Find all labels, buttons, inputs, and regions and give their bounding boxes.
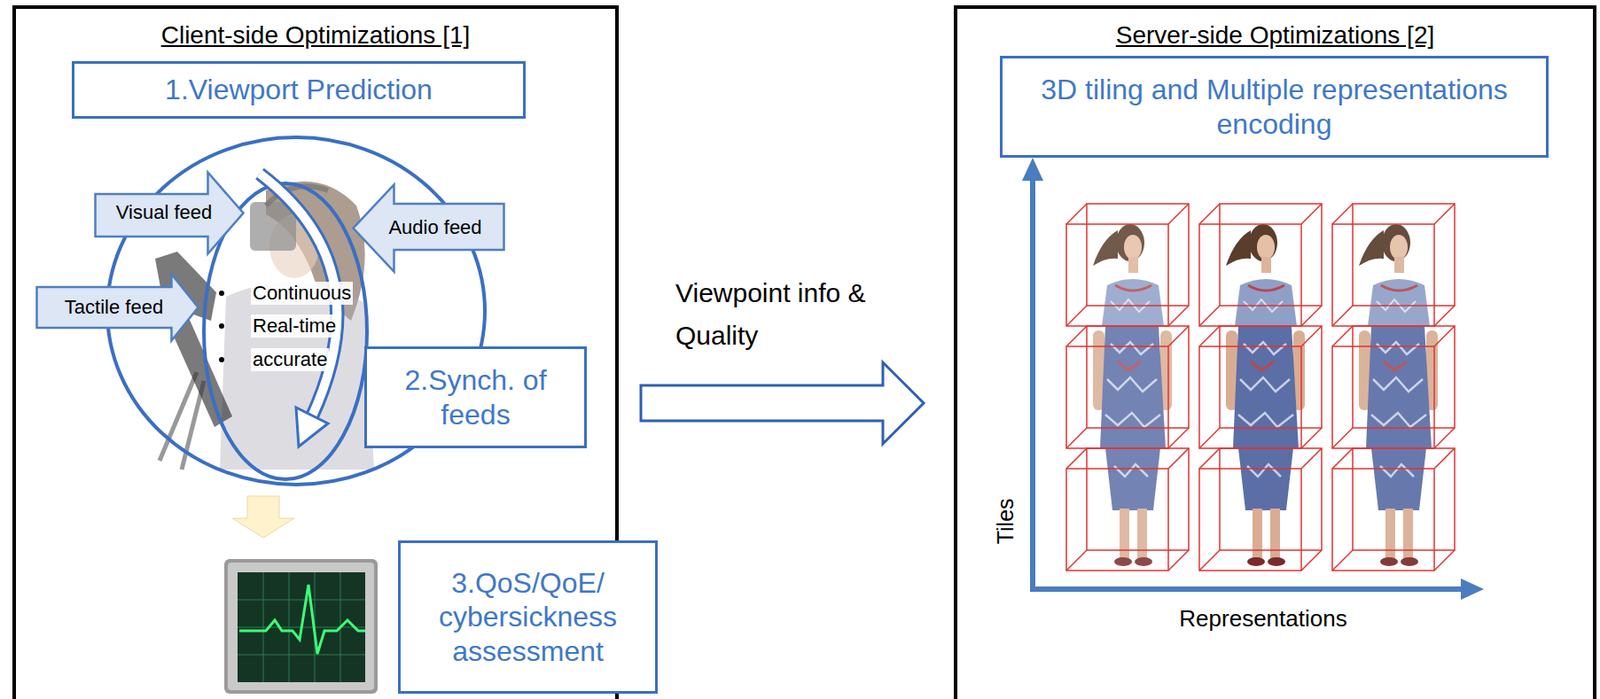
process-box: 2.Synch. of feeds [364,346,587,449]
bullet-dots-part [218,357,225,363]
tile-grid-part [1199,326,1322,449]
tile-axes-part [1030,586,1461,593]
box-label: 3D tiling and Multiple representations e… [1010,72,1538,141]
feed-label: Visual feed [116,202,212,224]
bullet-text: Continuous [250,281,353,305]
axis-label: Tiles [992,498,1019,545]
monitor-icon-part [227,562,375,691]
tile-grid-part [1199,203,1322,327]
bullet-text: Real-time [250,314,338,337]
process-box: 1.Viewport Prediction [71,61,526,119]
tile-grid-part [1066,326,1189,449]
monitor-icon-part [237,572,366,683]
monitor-icon-part [224,559,378,695]
feed-label: Tactile feed [64,296,164,319]
tile-grid-part [1358,224,1430,327]
tile-grid-part [1238,448,1294,567]
vr-user-picture-part [159,372,204,470]
feed-arrow: Tactile feed [35,273,200,343]
tile-grid-part [1199,448,1322,571]
tile-grid-part [1332,326,1455,449]
process-box: 3.QoS/QoE/ cybersickness assessment [398,540,658,695]
box-label: 2.Synch. of feeds [374,363,577,432]
panel-title: Server-side Optimizations [2] [957,21,1593,50]
server-panel: Server-side Optimizations [2] 3D tiling a… [953,5,1597,699]
tile-grid-part [1092,224,1164,327]
tile-grid-part [1332,203,1455,327]
tile-grid-part [1225,326,1305,449]
box-label: 1.Viewport Prediction [164,72,433,107]
arrow-outline [37,274,199,342]
tile-grid-part [1092,326,1172,449]
monitor-icon-part [237,572,366,683]
box-label: 3.QoS/QoE/ cybersickness assessment [408,566,648,669]
vr-user-picture-part [219,282,375,470]
bullet-dots-part [218,323,225,329]
feed-arrow: Audio feed [351,183,506,274]
hollow-arrow [640,362,924,445]
feed-arrow: Visual feed [93,171,245,256]
tile-grid-part [1225,224,1297,327]
tile-grid [1066,203,1455,571]
arrow-outline [95,172,244,255]
panel-title: Client-side Optimizations [1] [15,21,616,50]
vr-user-picture-part [155,251,233,428]
tile-grid-part [1066,448,1189,571]
tile-axes-part [1460,578,1484,601]
tile-grid-part [1066,203,1189,327]
bullet-dots-part [218,290,225,297]
curved-arrow [259,173,337,447]
tile-axes-part [1022,157,1044,181]
edge-label: Viewpoint info & Quality [675,272,880,358]
arrow-outline [353,185,505,273]
bullet-text: accurate [250,348,329,371]
tile-grid-part [1332,448,1455,571]
tile-axes-part [1030,177,1036,593]
tile-axes [1022,157,1484,601]
monitor-icon-part [239,585,366,655]
tile-grid-part [1371,448,1427,567]
tile-grid-part [1105,448,1161,567]
axis-label: Representations [1178,606,1347,633]
tile-grid-part [1358,326,1438,449]
bullet-dots [218,290,225,363]
process-box: 3D tiling and Multiple representations e… [999,55,1549,158]
down-arrow [232,496,295,539]
monitor-icon [224,559,378,695]
curved-arrow-part [296,407,328,447]
feed-label: Audio feed [388,217,482,239]
